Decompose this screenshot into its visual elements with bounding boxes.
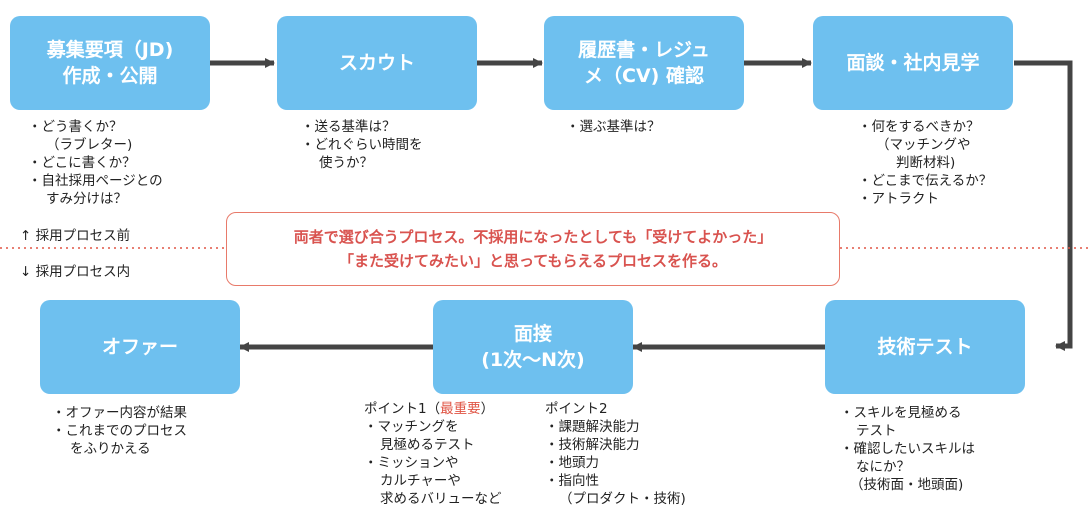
phase-before-label: ↑ 採用プロセス前 [20,228,131,244]
step-scout-box: スカウト [277,16,477,110]
step-interview-label: 面談・社内見学 [846,52,980,74]
point2-title: ポイント2 [545,401,608,417]
point1-emphasis: 最重要 [440,401,481,417]
note-tech-item: テスト [856,423,897,439]
note-tech-item: （技術面・地頭面) [850,477,964,493]
note-tech-item: ・確認したいスキルは [840,441,975,457]
note-offer-item: ・オファー内容が結果 [52,405,187,421]
note-jd-item: （ラブレター) [46,137,133,153]
note-point1-item: ・ミッションや [364,455,459,471]
callout-line-1: 両者で選び合うプロセス。不採用になったとしても「受けてよかった」 [293,228,773,246]
note-point2-item: （プロダクト・技術) [559,491,686,507]
note-point1-item: 求めるバリューなど [380,491,502,507]
note-scout: ・送る基準は？ ・どれぐらい時間を 使うか？ [301,118,423,172]
note-point2-item: ・技術解決能力 [545,437,640,453]
note-cv: ・選ぶ基準は？ [566,118,661,136]
note-point2-item: ・指向性 [545,473,599,489]
note-interview-item: （マッチングや [876,137,971,153]
step-tech-test-label: 技術テスト [877,336,973,358]
step-mensetsu-box: 面接 (1次〜N次) [433,300,633,394]
step-jd-box: 募集要項（JD) 作成・公開 [10,16,210,110]
note-tech-item: ・スキルを見極める [840,405,962,421]
step-cv-line-2: メ（CV) 確認 [584,65,704,87]
step-offer-label: オファー [101,336,178,358]
note-cv-item: ・選ぶ基準は？ [566,119,661,135]
note-point1-item: カルチャーや [380,473,461,489]
phase-within-label: ↓ 採用プロセス内 [20,264,131,280]
point1-title-prefix: ポイント1（ [364,401,441,417]
note-interview-item: ・どこまで伝えるか？ [858,173,993,189]
step-mensetsu-line-1: 面接 [513,323,552,345]
step-scout-label: スカウト [338,52,415,74]
key-message-callout: 両者で選び合うプロセス。不採用になったとしても「受けてよかった」 「また受けてみ… [226,212,840,286]
note-interview-item: 判断材料) [896,155,956,171]
note-interview-item: ・何をするべきか？ [858,119,980,135]
step-cv-line-1: 履歴書・レジュ [578,39,710,61]
note-point2: ポイント2 ・課題解決能力 ・技術解決能力 ・地頭力 ・指向性 （プロダクト・技… [545,400,686,508]
note-scout-item: 使うか？ [319,155,373,171]
step-tech-test-box: 技術テスト [825,300,1025,394]
step-cv-box: 履歴書・レジュメ（CV) 確認 [544,16,744,110]
step-mensetsu-line-2: (1次〜N次) [481,349,585,371]
note-tech-item: なにか？ [856,459,910,475]
point1-title: ポイント1（最重要） [364,400,502,418]
note-jd-item: ・どう書くか？ [28,119,123,135]
note-point1: ポイント1（最重要） ・マッチングを 見極めるテスト ・ミッションや カルチャー… [364,400,502,508]
note-point1-item: ・マッチングを [364,419,459,435]
note-jd: ・どう書くか？ （ラブレター) ・どこに書くか？ ・自社採用ページとの すみ分け… [28,118,163,208]
note-jd-item: ・自社採用ページとの [28,173,163,189]
note-point2-item: ・地頭力 [545,455,599,471]
point1-title-suffix: ） [480,401,495,417]
note-offer-item: ・これまでのプロセス [52,423,187,439]
callout-line-2: 「また受けてみたい」と思ってもらえるプロセスを作る。 [338,252,728,270]
note-tech-test: ・スキルを見極める テスト ・確認したいスキルは なにか？ （技術面・地頭面) [840,404,975,494]
note-offer-item: をふりかえる [70,441,151,457]
note-point1-item: 見極めるテスト [380,437,475,453]
note-offer: ・オファー内容が結果 ・これまでのプロセス をふりかえる [52,404,187,458]
step-jd-line-2: 作成・公開 [62,65,158,87]
step-interview-box: 面談・社内見学 [813,16,1013,110]
note-scout-item: ・どれぐらい時間を [301,137,423,153]
note-interview: ・何をするべきか？ （マッチングや 判断材料) ・どこまで伝えるか？ ・アトラク… [858,118,992,208]
note-scout-item: ・送る基準は？ [301,119,396,135]
step-offer-box: オファー [40,300,240,394]
note-jd-item: すみ分けは？ [46,191,127,207]
note-interview-item: ・アトラクト [858,191,939,207]
step-jd-line-1: 募集要項（JD) [46,39,174,61]
note-point2-item: ・課題解決能力 [545,419,640,435]
arrow-interview-to-tech [1014,60,1073,351]
note-jd-item: ・どこに書くか？ [28,155,136,171]
